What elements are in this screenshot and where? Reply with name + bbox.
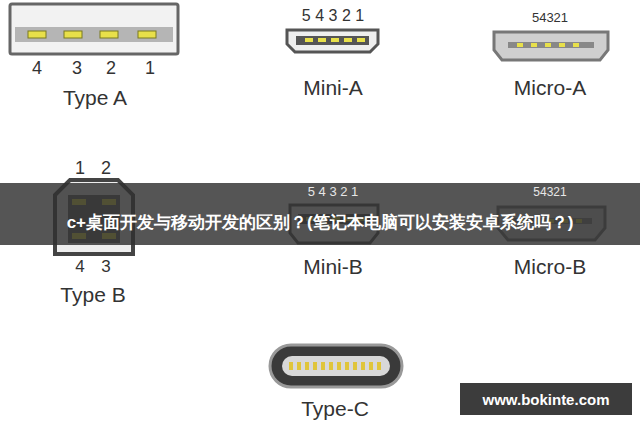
pin-number: 3	[101, 257, 110, 277]
pin-number: 4	[32, 58, 42, 79]
pin-number: 2	[106, 58, 116, 79]
pin-numbers: 54321	[532, 11, 568, 26]
pin-number: 4	[75, 257, 84, 277]
connector-name: Type-C	[301, 397, 369, 421]
connector-name: Micro-B	[514, 255, 586, 279]
pin-number: 2	[101, 158, 111, 179]
pin-number: 1	[75, 158, 85, 179]
node-text: c+桌面开发与移动开发的区别？(笔记本电脑可以安装安卓系统吗？)	[67, 211, 574, 234]
pin-numbers: 54321	[533, 186, 566, 200]
watermark-box: www.bokinte.com	[460, 383, 632, 415]
node-text: www.bokinte.com	[483, 391, 610, 408]
micro-a-plug	[494, 32, 608, 60]
connector-name: Mini-B	[303, 255, 363, 279]
pin-number: 3	[72, 58, 82, 79]
connector-name: Micro-A	[514, 76, 586, 100]
connector-name: Type B	[60, 283, 125, 307]
connector-name: Mini-A	[303, 76, 363, 100]
pin-numbers: 5 4 3 2 1	[302, 7, 364, 25]
mini-a-plug	[287, 30, 378, 52]
type-a-plug	[10, 4, 178, 54]
pin-numbers: 5 4 3 2 1	[308, 185, 359, 200]
type-c-plug	[270, 345, 402, 387]
pin-number: 1	[145, 58, 155, 79]
connector-name: Type A	[63, 86, 127, 110]
